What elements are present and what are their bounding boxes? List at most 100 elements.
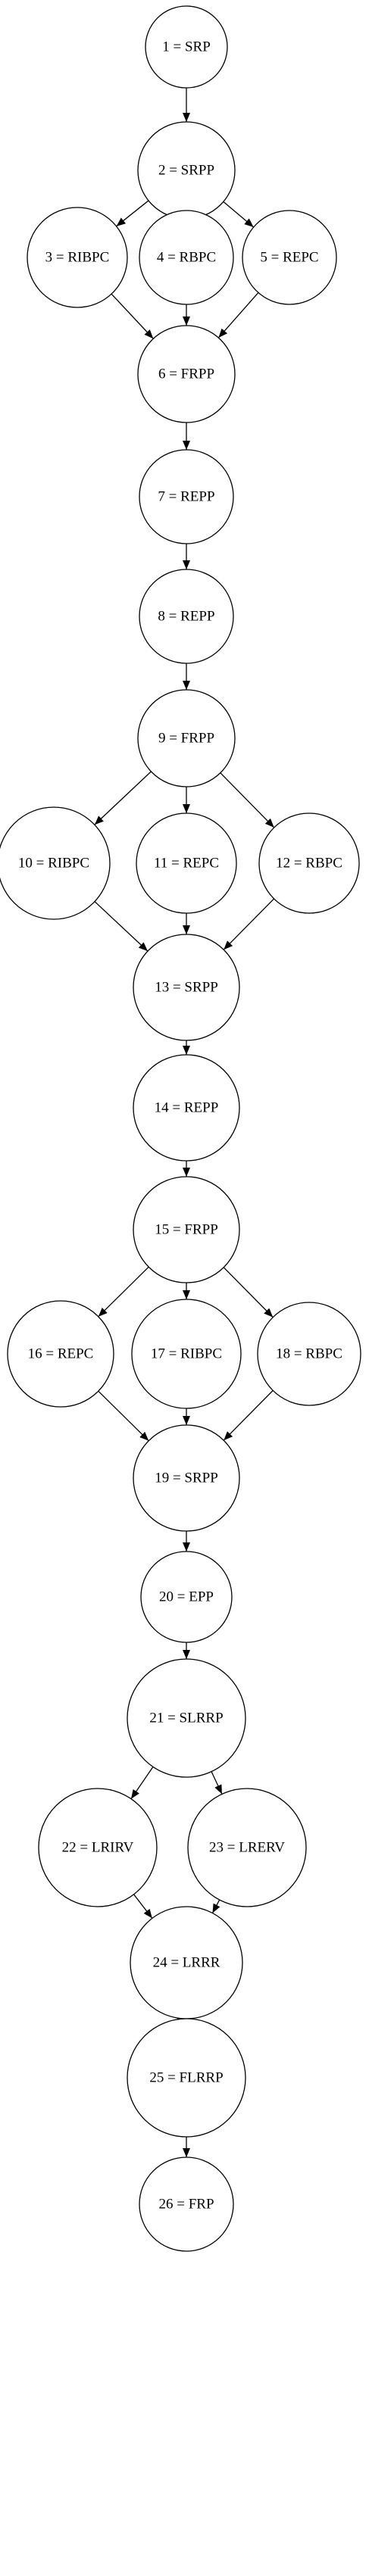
node-label: 11 = REPC: [154, 856, 219, 872]
node-10: 10 = RIBPC: [0, 806, 111, 920]
node-label: 4 = RBPC: [157, 250, 216, 266]
edge-arrow: [223, 201, 255, 228]
node-label: 17 = RIBPC: [151, 1346, 222, 1362]
node-circle: [38, 1788, 158, 1907]
node-label: 26 = FRP: [158, 2197, 214, 2213]
node-label: 7 = REPP: [158, 489, 214, 505]
node-circle: [140, 1551, 233, 1643]
edge-arrow: [111, 293, 154, 339]
node-26: 26 = FRP: [139, 2157, 234, 2252]
node-circle: [131, 1299, 242, 1409]
node-label: 18 = RBPC: [276, 1346, 342, 1362]
edge-arrow: [98, 1266, 149, 1318]
edge-arrow: [223, 1389, 274, 1441]
node-24: 24 = LRRR: [130, 1906, 243, 2019]
node-circle: [127, 1658, 246, 1778]
node-18: 18 = RBPC: [257, 1302, 361, 1406]
node-circle: [145, 5, 228, 89]
edge-12-13: [223, 898, 275, 950]
edge-arrow: [130, 1767, 154, 1799]
node-circle: [137, 689, 236, 787]
node-label: 10 = RIBPC: [18, 856, 89, 872]
node-label: 6 = FRPP: [158, 366, 214, 382]
node-7: 7 = REPP: [139, 449, 234, 544]
edge-3-6: [111, 293, 154, 339]
edge-arrow: [223, 1267, 274, 1318]
edge-arrow: [98, 1390, 149, 1442]
node-label: 3 = RIBPC: [45, 250, 110, 266]
edge-22-24: [133, 1894, 153, 1919]
edge-16-19: [98, 1390, 149, 1442]
node-label: 20 = EPP: [159, 1589, 214, 1605]
node-8: 8 = REPP: [139, 569, 234, 664]
node-label: 22 = LRIRV: [62, 1840, 134, 1856]
node-4: 4 = RBPC: [139, 210, 234, 305]
node-label: 12 = RBPC: [276, 856, 342, 872]
node-circle: [133, 934, 240, 1041]
node-circle: [133, 1054, 240, 1162]
node-6: 6 = FRPP: [137, 325, 236, 423]
node-circle: [242, 210, 337, 305]
edge-arrow: [211, 1771, 223, 1795]
edge-23-24: [211, 1899, 220, 1913]
edge-arrow: [223, 898, 275, 950]
edge-arrow: [94, 901, 149, 952]
node-circle: [187, 1788, 307, 1907]
node-circle: [0, 806, 111, 920]
edge-15-16: [98, 1266, 149, 1318]
node-label: 21 = SLRRP: [149, 1711, 223, 1726]
edge-arrow: [94, 771, 152, 825]
node-label: 1 = SRP: [162, 39, 211, 55]
node-9: 9 = FRPP: [137, 689, 236, 787]
node-label: 14 = REPP: [155, 1100, 219, 1116]
node-circle: [139, 569, 234, 664]
node-19: 19 = SRPP: [133, 1424, 240, 1532]
edge-2-3: [116, 200, 149, 227]
node-label: 24 = LRRR: [153, 1955, 220, 1971]
node-20: 20 = EPP: [140, 1551, 233, 1643]
node-label: 13 = SRPP: [155, 980, 218, 996]
node-circle: [136, 812, 237, 914]
node-circle: [257, 1302, 361, 1406]
node-circle: [139, 2157, 234, 2252]
node-11: 11 = REPC: [136, 812, 237, 914]
node-circle: [133, 1424, 240, 1532]
node-circle: [139, 449, 234, 544]
edge-arrow: [133, 1894, 153, 1919]
node-circle: [137, 325, 236, 423]
node-label: 9 = FRPP: [158, 731, 214, 747]
node-label: 15 = FRPP: [155, 1222, 218, 1238]
edge-arrow: [220, 772, 275, 828]
edge-arrow: [116, 200, 149, 227]
node-14: 14 = REPP: [133, 1054, 240, 1162]
node-3: 3 = RIBPC: [27, 207, 128, 308]
edge-2-5: [223, 201, 255, 228]
edge-10-13: [94, 901, 149, 952]
node-1: 1 = SRP: [145, 5, 228, 89]
node-circle: [7, 1300, 114, 1408]
node-circle: [127, 2018, 246, 2138]
edge-21-22: [130, 1767, 154, 1799]
node-label: 23 = LRERV: [209, 1840, 285, 1856]
edge-9-12: [220, 772, 275, 828]
edge-arrow: [217, 292, 259, 338]
edge-5-6: [217, 292, 259, 338]
node-25: 25 = FLRRP: [127, 2018, 246, 2138]
node-label: 25 = FLRRP: [149, 2070, 223, 2086]
edge-9-10: [94, 771, 152, 825]
edge-18-19: [223, 1389, 274, 1441]
edge-15-18: [223, 1267, 274, 1318]
node-circle: [27, 207, 128, 308]
node-17: 17 = RIBPC: [131, 1299, 242, 1409]
node-label: 19 = SRPP: [155, 1470, 218, 1486]
node-label: 16 = REPC: [28, 1346, 94, 1362]
node-label: 8 = REPP: [158, 609, 214, 625]
node-2: 2 = SRPP: [137, 121, 236, 220]
edge-arrow: [211, 1899, 220, 1913]
node-23: 23 = LRERV: [187, 1788, 307, 1907]
node-15: 15 = FRPP: [133, 1176, 240, 1283]
node-circle: [139, 210, 234, 305]
node-5: 5 = REPC: [242, 210, 337, 305]
node-13: 13 = SRPP: [133, 934, 240, 1041]
